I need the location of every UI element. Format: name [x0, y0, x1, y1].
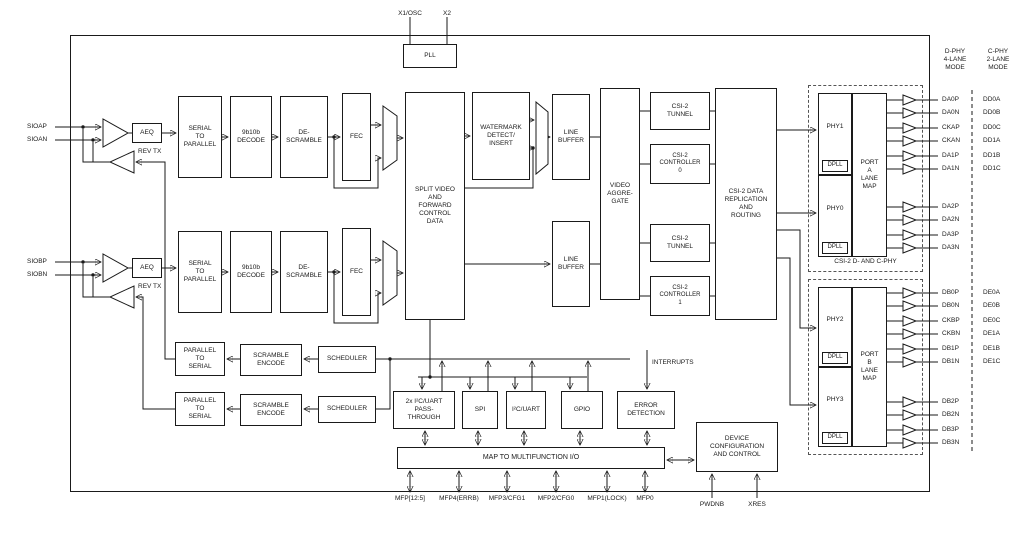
block-dpll-phy0: DPLL: [822, 242, 848, 254]
pin-mfp2-cfg0: MFP2/CFG0: [537, 495, 575, 502]
block-dpll-phy2: DPLL: [822, 352, 848, 364]
pin-x2: X2: [443, 10, 451, 17]
block-parallel-to-serial-a: PARALLEL TO SERIAL: [175, 342, 225, 376]
pin-da1p: DA1P: [942, 152, 959, 159]
block-line-buffer-b: LINE BUFFER: [552, 221, 590, 307]
pin-da2n: DA2N: [942, 216, 960, 223]
pin-dd0c: DD0C: [983, 124, 1001, 131]
block-device-config: DEVICE CONFIGURATION AND CONTROL: [696, 422, 778, 472]
pin-de1b: DE1B: [983, 345, 1000, 352]
block-scramble-encode-a: SCRAMBLE ENCODE: [240, 344, 302, 376]
pin-db2p: DB2P: [942, 398, 959, 405]
pin-mfp12-5: MFP[12:5]: [395, 495, 425, 502]
label-interrupts: INTERRUPTS: [652, 359, 694, 366]
chip-boundary: [70, 35, 930, 492]
block-i2c-uart-passthrough: 2x I²C/UART PASS- THROUGH: [393, 391, 455, 429]
block-port-a-lane-map: PORT A LANE MAP: [852, 93, 887, 257]
pin-da3n: DA3N: [942, 244, 960, 251]
pin-siobp: SIOBP: [27, 258, 47, 265]
pin-da0p: DA0P: [942, 96, 959, 103]
pin-ckbp: CKBP: [942, 317, 960, 324]
block-spi: SPI: [462, 391, 498, 429]
pin-siobn: SIOBN: [27, 271, 48, 278]
pin-da3p: DA3P: [942, 231, 959, 238]
block-dpll-phy1: DPLL: [822, 160, 848, 172]
pin-mfp4-errb: MFP4(ERRB): [439, 495, 479, 502]
pin-da0n: DA0N: [942, 109, 960, 116]
block-dpll-phy3: DPLL: [822, 432, 848, 444]
pin-ckbn: CKBN: [942, 330, 961, 337]
pin-mfp1-lock: MFP1(LOCK): [587, 495, 627, 502]
block-line-buffer-a: LINE BUFFER: [552, 94, 590, 180]
block-fec-b: FEC: [342, 228, 371, 316]
pin-xres: XRES: [748, 501, 766, 508]
csi2-phy-group-a: [808, 85, 923, 272]
pin-de0a: DE0A: [983, 289, 1000, 296]
block-serial-to-parallel-a: SERIAL TO PARALLEL: [178, 96, 222, 178]
block-aeq-b: AEQ: [132, 258, 162, 278]
label-rev-tx-b: REV TX: [138, 283, 162, 290]
pin-db0n: DB0N: [942, 302, 960, 309]
block-descramble-a: DE- SCRAMBLE: [280, 96, 328, 178]
block-aeq-a: AEQ: [132, 123, 162, 143]
pin-x1-osc: X1/OSC: [398, 10, 422, 17]
block-9b10b-decode-b: 9b10b DECODE: [230, 231, 272, 313]
pin-sioan: SIOAN: [27, 136, 48, 143]
block-9b10b-decode-a: 9b10b DECODE: [230, 96, 272, 178]
block-port-b-lane-map: PORT B LANE MAP: [852, 287, 887, 447]
pin-sioap: SIOAP: [27, 123, 47, 130]
caption-csi2-d-c-phy: CSI-2 D- AND C-PHY: [834, 258, 897, 265]
pin-dd1c: DD1C: [983, 165, 1001, 172]
block-serial-to-parallel-b: SERIAL TO PARALLEL: [178, 231, 222, 313]
block-scramble-encode-b: SCRAMBLE ENCODE: [240, 394, 302, 426]
block-pll: PLL: [403, 44, 457, 68]
block-map-to-mfio: MAP TO MULTIFUNCTION I/O: [397, 447, 665, 469]
pin-db0p: DB0P: [942, 289, 959, 296]
block-split-video: SPLIT VIDEO AND FORWARD CONTROL DATA: [405, 92, 465, 320]
pin-ckap: CKAP: [942, 124, 960, 131]
pin-db3n: DB3N: [942, 439, 960, 446]
pin-pwdnb: PWDNB: [699, 501, 725, 508]
block-i2c-uart: I²C/UART: [506, 391, 546, 429]
block-video-aggregate: VIDEO AGGRE- GATE: [600, 88, 640, 300]
pin-dd1a: DD1A: [983, 137, 1001, 144]
pin-de1c: DE1C: [983, 358, 1001, 365]
pin-mfp0: MFP0: [636, 495, 654, 502]
pin-de1a: DE1A: [983, 330, 1000, 337]
pin-dd1b: DD1B: [983, 152, 1001, 159]
block-csi2-controller-0: CSI-2 CONTROLLER 0: [650, 144, 710, 184]
block-error-detection: ERROR DETECTION: [617, 391, 675, 429]
block-csi2-controller-1: CSI-2 CONTROLLER 1: [650, 276, 710, 316]
block-parallel-to-serial-b: PARALLEL TO SERIAL: [175, 392, 225, 426]
block-scheduler-a: SCHEDULER: [318, 346, 376, 373]
pin-db1p: DB1P: [942, 345, 959, 352]
pin-da2p: DA2P: [942, 203, 959, 210]
header-dphy-mode: D-PHY 4-LANE MODE: [943, 48, 967, 71]
pin-db3p: DB3P: [942, 426, 959, 433]
block-csi2-tunnel-1: CSI-2 TUNNEL: [650, 224, 710, 262]
block-gpio: GPIO: [561, 391, 603, 429]
pin-de0b: DE0B: [983, 302, 1000, 309]
block-descramble-b: DE- SCRAMBLE: [280, 231, 328, 313]
pin-dd0b: DD0B: [983, 109, 1001, 116]
pin-dd0a: DD0A: [983, 96, 1001, 103]
block-watermark: WATERMARK DETECT/ INSERT: [472, 92, 530, 180]
label-rev-tx-a: REV TX: [138, 148, 162, 155]
pin-ckan: CKAN: [942, 137, 961, 144]
pin-mfp3-cfg1: MFP3/CFG1: [488, 495, 526, 502]
pin-db1n: DB1N: [942, 358, 960, 365]
pin-db2n: DB2N: [942, 411, 960, 418]
pin-de0c: DE0C: [983, 317, 1001, 324]
pin-da1n: DA1N: [942, 165, 960, 172]
block-csi2-tunnel-0: CSI-2 TUNNEL: [650, 92, 710, 130]
header-cphy-mode: C-PHY 2-LANE MODE: [986, 48, 1010, 71]
block-scheduler-b: SCHEDULER: [318, 396, 376, 423]
block-csi2-replication: CSI-2 DATA REPLICATION AND ROUTING: [715, 88, 777, 320]
block-fec-a: FEC: [342, 93, 371, 181]
